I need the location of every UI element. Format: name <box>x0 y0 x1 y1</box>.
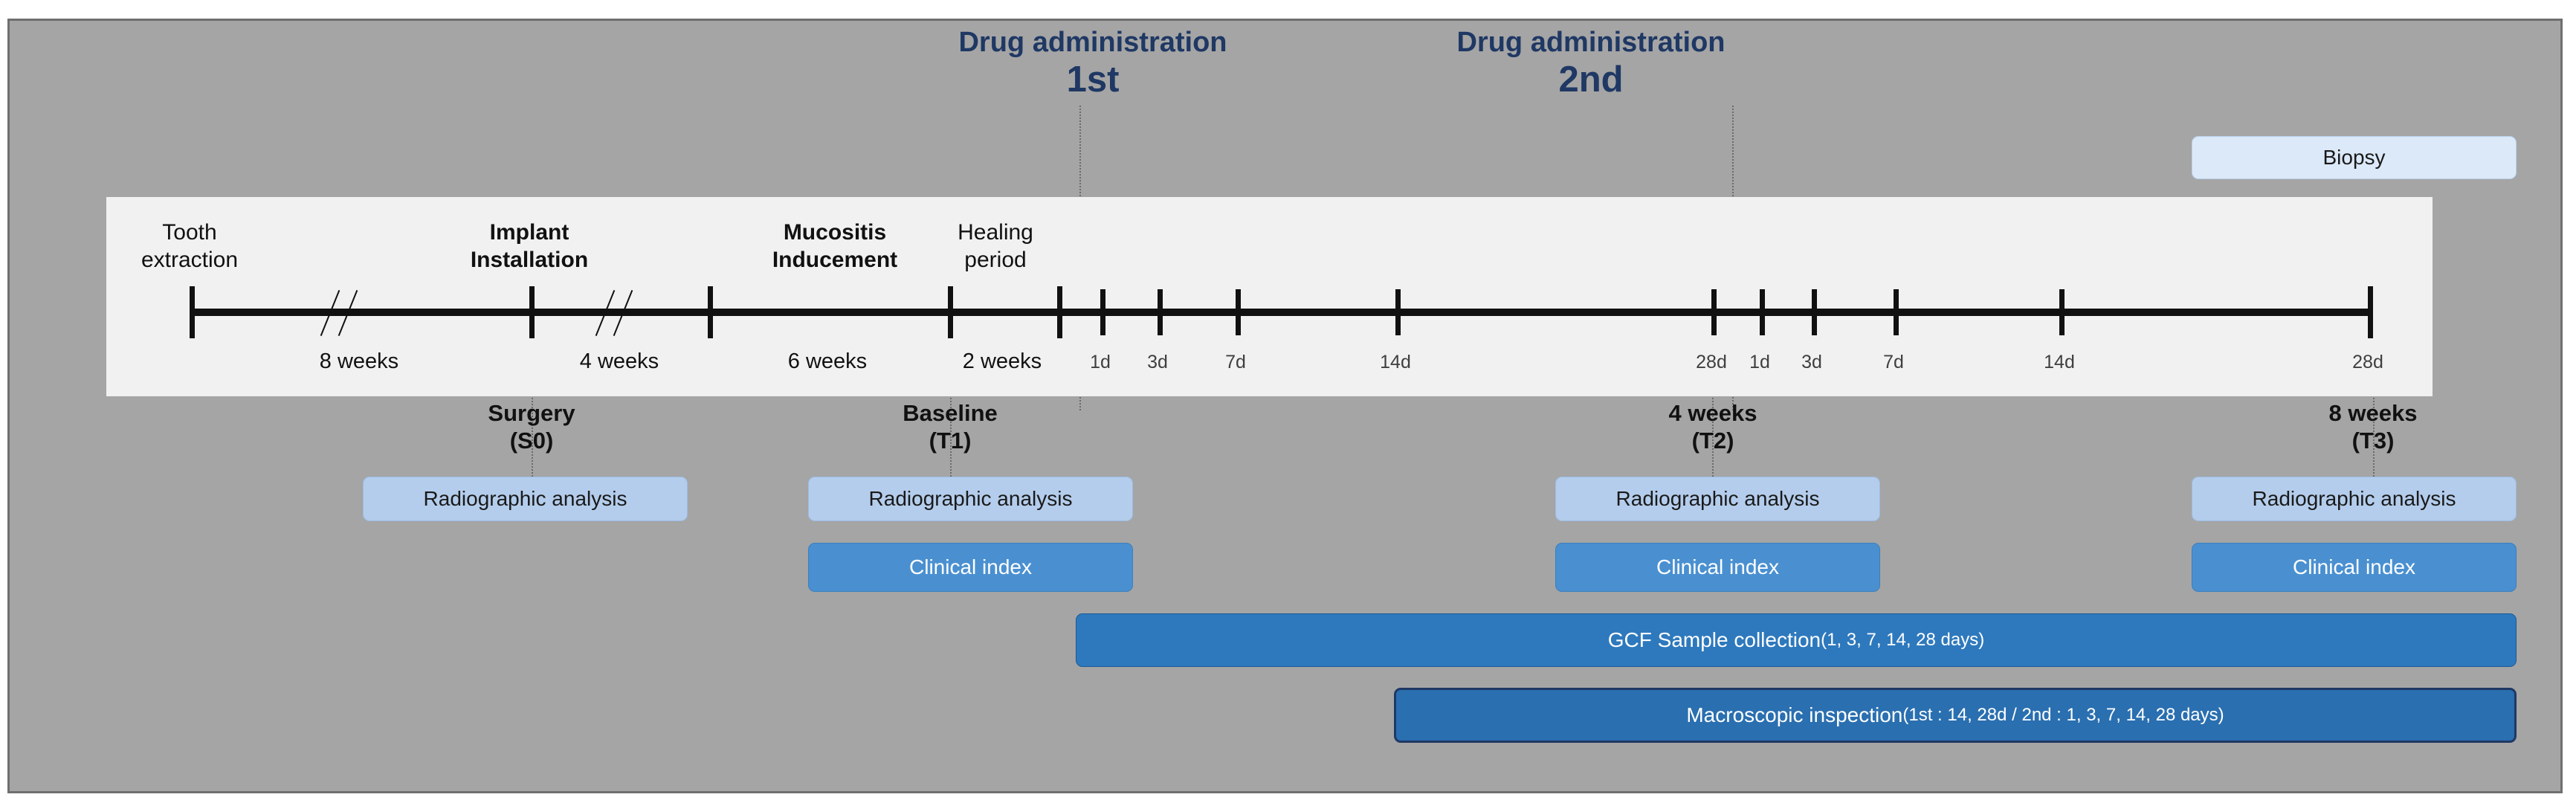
macroscopic-inspection-bar[interactable]: Macroscopic inspection (1st : 14, 28d / … <box>1394 688 2517 743</box>
clinical-index-box-t2[interactable]: Clinical index <box>1555 543 1880 592</box>
day-label-1d-second: 1d <box>1749 352 1770 373</box>
milestone-t3-name: 8 weeks <box>2328 400 2418 426</box>
axis-tick-1d-first <box>1100 289 1105 335</box>
gcf-sample-collection-label: GCF Sample collection <box>1607 628 1821 651</box>
milestone-t2-code: (T2) <box>1691 427 1734 454</box>
axis-tick-tooth-extraction <box>190 286 195 338</box>
axis-tick-1d-second <box>1760 289 1765 335</box>
drug-2nd-title: Drug administration <box>1456 27 1726 58</box>
day-label-28d-first: 28d <box>1696 352 1727 373</box>
drug-administration-2nd-callout: Drug administration 2nd <box>1420 28 1762 99</box>
clinical-index-label-t1: Clinical index <box>909 555 1032 578</box>
event-label-tooth-extraction: Tooth extraction <box>78 219 301 274</box>
day-label-7d-second: 7d <box>1883 352 1904 373</box>
event-tooth-line1: Tooth <box>162 220 217 245</box>
drug-1st-title: Drug administration <box>958 27 1227 58</box>
event-implant-line2: Installation <box>470 247 589 272</box>
event-label-implant-installation: Implant Installation <box>418 219 641 274</box>
axis-tick-28d-second <box>2368 286 2373 338</box>
day-label-7d-first: 7d <box>1225 352 1246 373</box>
radiographic-analysis-box-t2[interactable]: Radiographic analysis <box>1555 477 1880 521</box>
milestone-baseline: Baseline (T1) <box>839 400 1062 454</box>
day-label-14d-first: 14d <box>1380 352 1411 373</box>
event-label-healing-period: Healing period <box>929 219 1062 274</box>
radiographic-analysis-box-t3[interactable]: Radiographic analysis <box>2192 477 2517 521</box>
guide-line-t3 <box>2373 320 2375 480</box>
milestone-baseline-name: Baseline <box>903 400 998 426</box>
milestone-t2-name: 4 weeks <box>1668 400 1757 426</box>
day-label-3d-second: 3d <box>1801 352 1822 373</box>
drug-1st-ordinal: 1st <box>1066 59 1120 100</box>
interval-label-8-weeks: 8 weeks <box>319 349 399 373</box>
interval-label-2-weeks: 2 weeks <box>962 349 1042 373</box>
axis-tick-28d-first <box>1711 289 1717 335</box>
axis-tick-3d-first <box>1158 289 1163 335</box>
drug-administration-1st-callout: Drug administration 1st <box>922 28 1264 99</box>
radiographic-label-t2: Radiographic analysis <box>1615 487 1820 510</box>
axis-tick-baseline <box>1057 286 1062 338</box>
axis-tick-implant <box>529 286 535 338</box>
milestone-t2: 4 weeks (T2) <box>1601 400 1824 454</box>
event-tooth-line2: extraction <box>141 247 239 272</box>
event-healing-line2: period <box>964 247 1027 272</box>
event-mucositis-line1: Mucositis <box>783 220 887 245</box>
clinical-index-box-t3[interactable]: Clinical index <box>2192 543 2517 592</box>
event-healing-line1: Healing <box>958 220 1033 245</box>
axis-tick-14d-second <box>2059 289 2065 335</box>
axis-tick-14d-first <box>1395 289 1401 335</box>
axis-tick-mucositis <box>708 286 713 338</box>
timeline-panel: Tooth extraction Implant Installation Mu… <box>106 197 2433 396</box>
radiographic-label-t3: Radiographic analysis <box>2252 487 2456 510</box>
radiographic-analysis-box-s0[interactable]: Radiographic analysis <box>363 477 688 521</box>
clinical-index-box-t1[interactable]: Clinical index <box>808 543 1133 592</box>
gcf-sample-collection-days: (1, 3, 7, 14, 28 days) <box>1821 630 1985 650</box>
milestone-t3: 8 weeks (T3) <box>2262 400 2485 454</box>
macroscopic-inspection-days: (1st : 14, 28d / 2nd : 1, 3, 7, 14, 28 d… <box>1902 705 2224 725</box>
milestone-t3-code: (T3) <box>2351 427 2395 454</box>
event-implant-line1: Implant <box>489 220 569 245</box>
gcf-sample-collection-bar[interactable]: GCF Sample collection (1, 3, 7, 14, 28 d… <box>1076 613 2517 667</box>
milestone-surgery-name: Surgery <box>488 400 575 426</box>
milestone-baseline-code: (T1) <box>929 427 972 454</box>
day-label-1d-first: 1d <box>1090 352 1111 373</box>
axis-tick-7d-first <box>1236 289 1241 335</box>
radiographic-label-s0: Radiographic analysis <box>423 487 627 510</box>
day-label-14d-second: 14d <box>2044 352 2075 373</box>
macroscopic-inspection-label: Macroscopic inspection <box>1686 703 1903 726</box>
event-label-mucositis-inducement: Mucositis Inducement <box>716 219 954 274</box>
day-label-3d-first: 3d <box>1147 352 1168 373</box>
interval-label-6-weeks: 6 weeks <box>787 349 868 373</box>
drug-2nd-ordinal: 2nd <box>1558 59 1624 100</box>
figure-frame <box>7 19 2563 793</box>
clinical-index-label-t2: Clinical index <box>1656 555 1779 578</box>
biopsy-box[interactable]: Biopsy <box>2192 136 2517 179</box>
guide-line-t2 <box>1712 320 1714 480</box>
timeline-axis <box>190 309 2373 316</box>
day-label-28d-second: 28d <box>2352 352 2383 373</box>
radiographic-analysis-box-t1[interactable]: Radiographic analysis <box>808 477 1133 521</box>
event-mucositis-line2: Inducement <box>772 247 898 272</box>
interval-label-4-weeks: 4 weeks <box>579 349 659 373</box>
milestone-surgery: Surgery (S0) <box>420 400 643 454</box>
axis-tick-3d-second <box>1812 289 1817 335</box>
biopsy-label: Biopsy <box>2322 146 2386 169</box>
axis-tick-healing-start <box>948 286 953 338</box>
radiographic-label-t1: Radiographic analysis <box>868 487 1073 510</box>
clinical-index-label-t3: Clinical index <box>2293 555 2415 578</box>
milestone-surgery-code: (S0) <box>509 427 554 454</box>
axis-tick-7d-second <box>1894 289 1899 335</box>
